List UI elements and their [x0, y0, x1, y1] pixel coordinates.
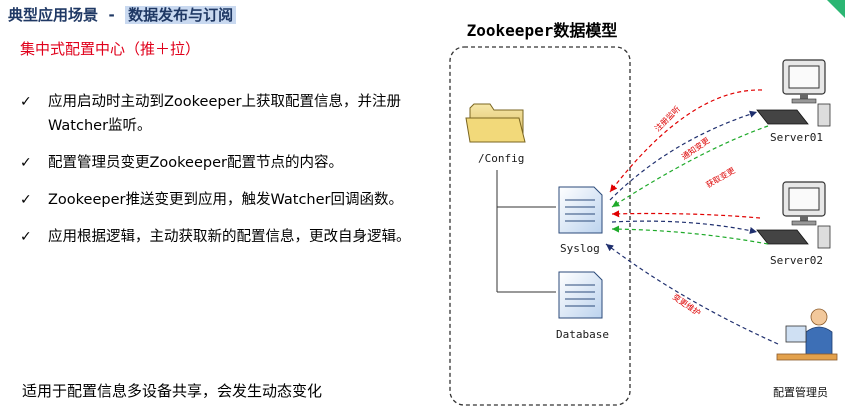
bullet-item-3: ✓ Zookeeper推送变更到应用，触发Watcher回调函数。 [20, 188, 450, 212]
bullet-list: ✓ 应用启动时主动到Zookeeper上获取配置信息，并注册Watcher监听。… [20, 90, 450, 262]
config-node-label: /Config [478, 152, 524, 165]
slide-subtitle: 集中式配置中心（推＋拉） [20, 40, 201, 58]
footer-note: 适用于配置信息多设备共享，会发生动态变化 [22, 382, 323, 400]
tree-connector [496, 170, 556, 293]
arrow-fetch-change [611, 125, 769, 208]
arrow-modify [605, 243, 779, 345]
label-modify: 变更维护 [671, 291, 703, 318]
arrow-notify-change [609, 110, 758, 201]
check-icon: ✓ [20, 94, 32, 110]
corner-decoration-icon [827, 0, 845, 18]
title-prefix: 典型应用场景 - [8, 6, 126, 24]
bullet-text: 应用根据逻辑，主动获取新的配置信息，更改自身逻辑。 [48, 229, 411, 245]
label-register-watch: 注册监听 [652, 104, 682, 134]
database-doc-icon [558, 271, 603, 319]
admin-label: 配置管理员 [773, 385, 828, 399]
folder-icon [465, 103, 526, 143]
arrow-register-watch [609, 89, 763, 193]
bullet-text: 配置管理员变更Zookeeper配置节点的内容。 [48, 155, 343, 171]
check-icon: ✓ [20, 192, 32, 208]
title-highlight: 数据发布与订阅 [125, 6, 237, 24]
database-node-label: Database [556, 328, 609, 341]
bullet-text: 应用启动时主动到Zookeeper上获取配置信息，并注册Watcher监听。 [48, 94, 401, 134]
server01-computer-icon [756, 59, 831, 127]
slide-title: 典型应用场景 - 数据发布与订阅 [8, 4, 237, 25]
syslog-doc-icon [558, 186, 603, 234]
diagram-title: Zookeeper数据模型 [467, 21, 618, 40]
server01-label: Server01 [770, 131, 823, 144]
bullet-item-1: ✓ 应用启动时主动到Zookeeper上获取配置信息，并注册Watcher监听。 [20, 90, 450, 138]
bullet-text: Zookeeper推送变更到应用，触发Watcher回调函数。 [48, 192, 404, 208]
server02-label: Server02 [770, 254, 823, 267]
server02-computer-icon [756, 181, 831, 249]
arrow-notify-change-2 [611, 220, 758, 235]
arrow-fetch-change-2 [611, 225, 769, 245]
bullet-item-4: ✓ 应用根据逻辑，主动获取新的配置信息，更改自身逻辑。 [20, 225, 450, 249]
label-fetch-change: 获取变更 [704, 165, 737, 190]
check-icon: ✓ [20, 155, 32, 171]
bullet-item-2: ✓ 配置管理员变更Zookeeper配置节点的内容。 [20, 151, 450, 175]
check-icon: ✓ [20, 229, 32, 245]
model-boundary [449, 46, 631, 406]
admin-person-icon [776, 308, 838, 361]
syslog-node-label: Syslog [560, 242, 600, 255]
arrow-register-watch-2 [611, 210, 761, 219]
